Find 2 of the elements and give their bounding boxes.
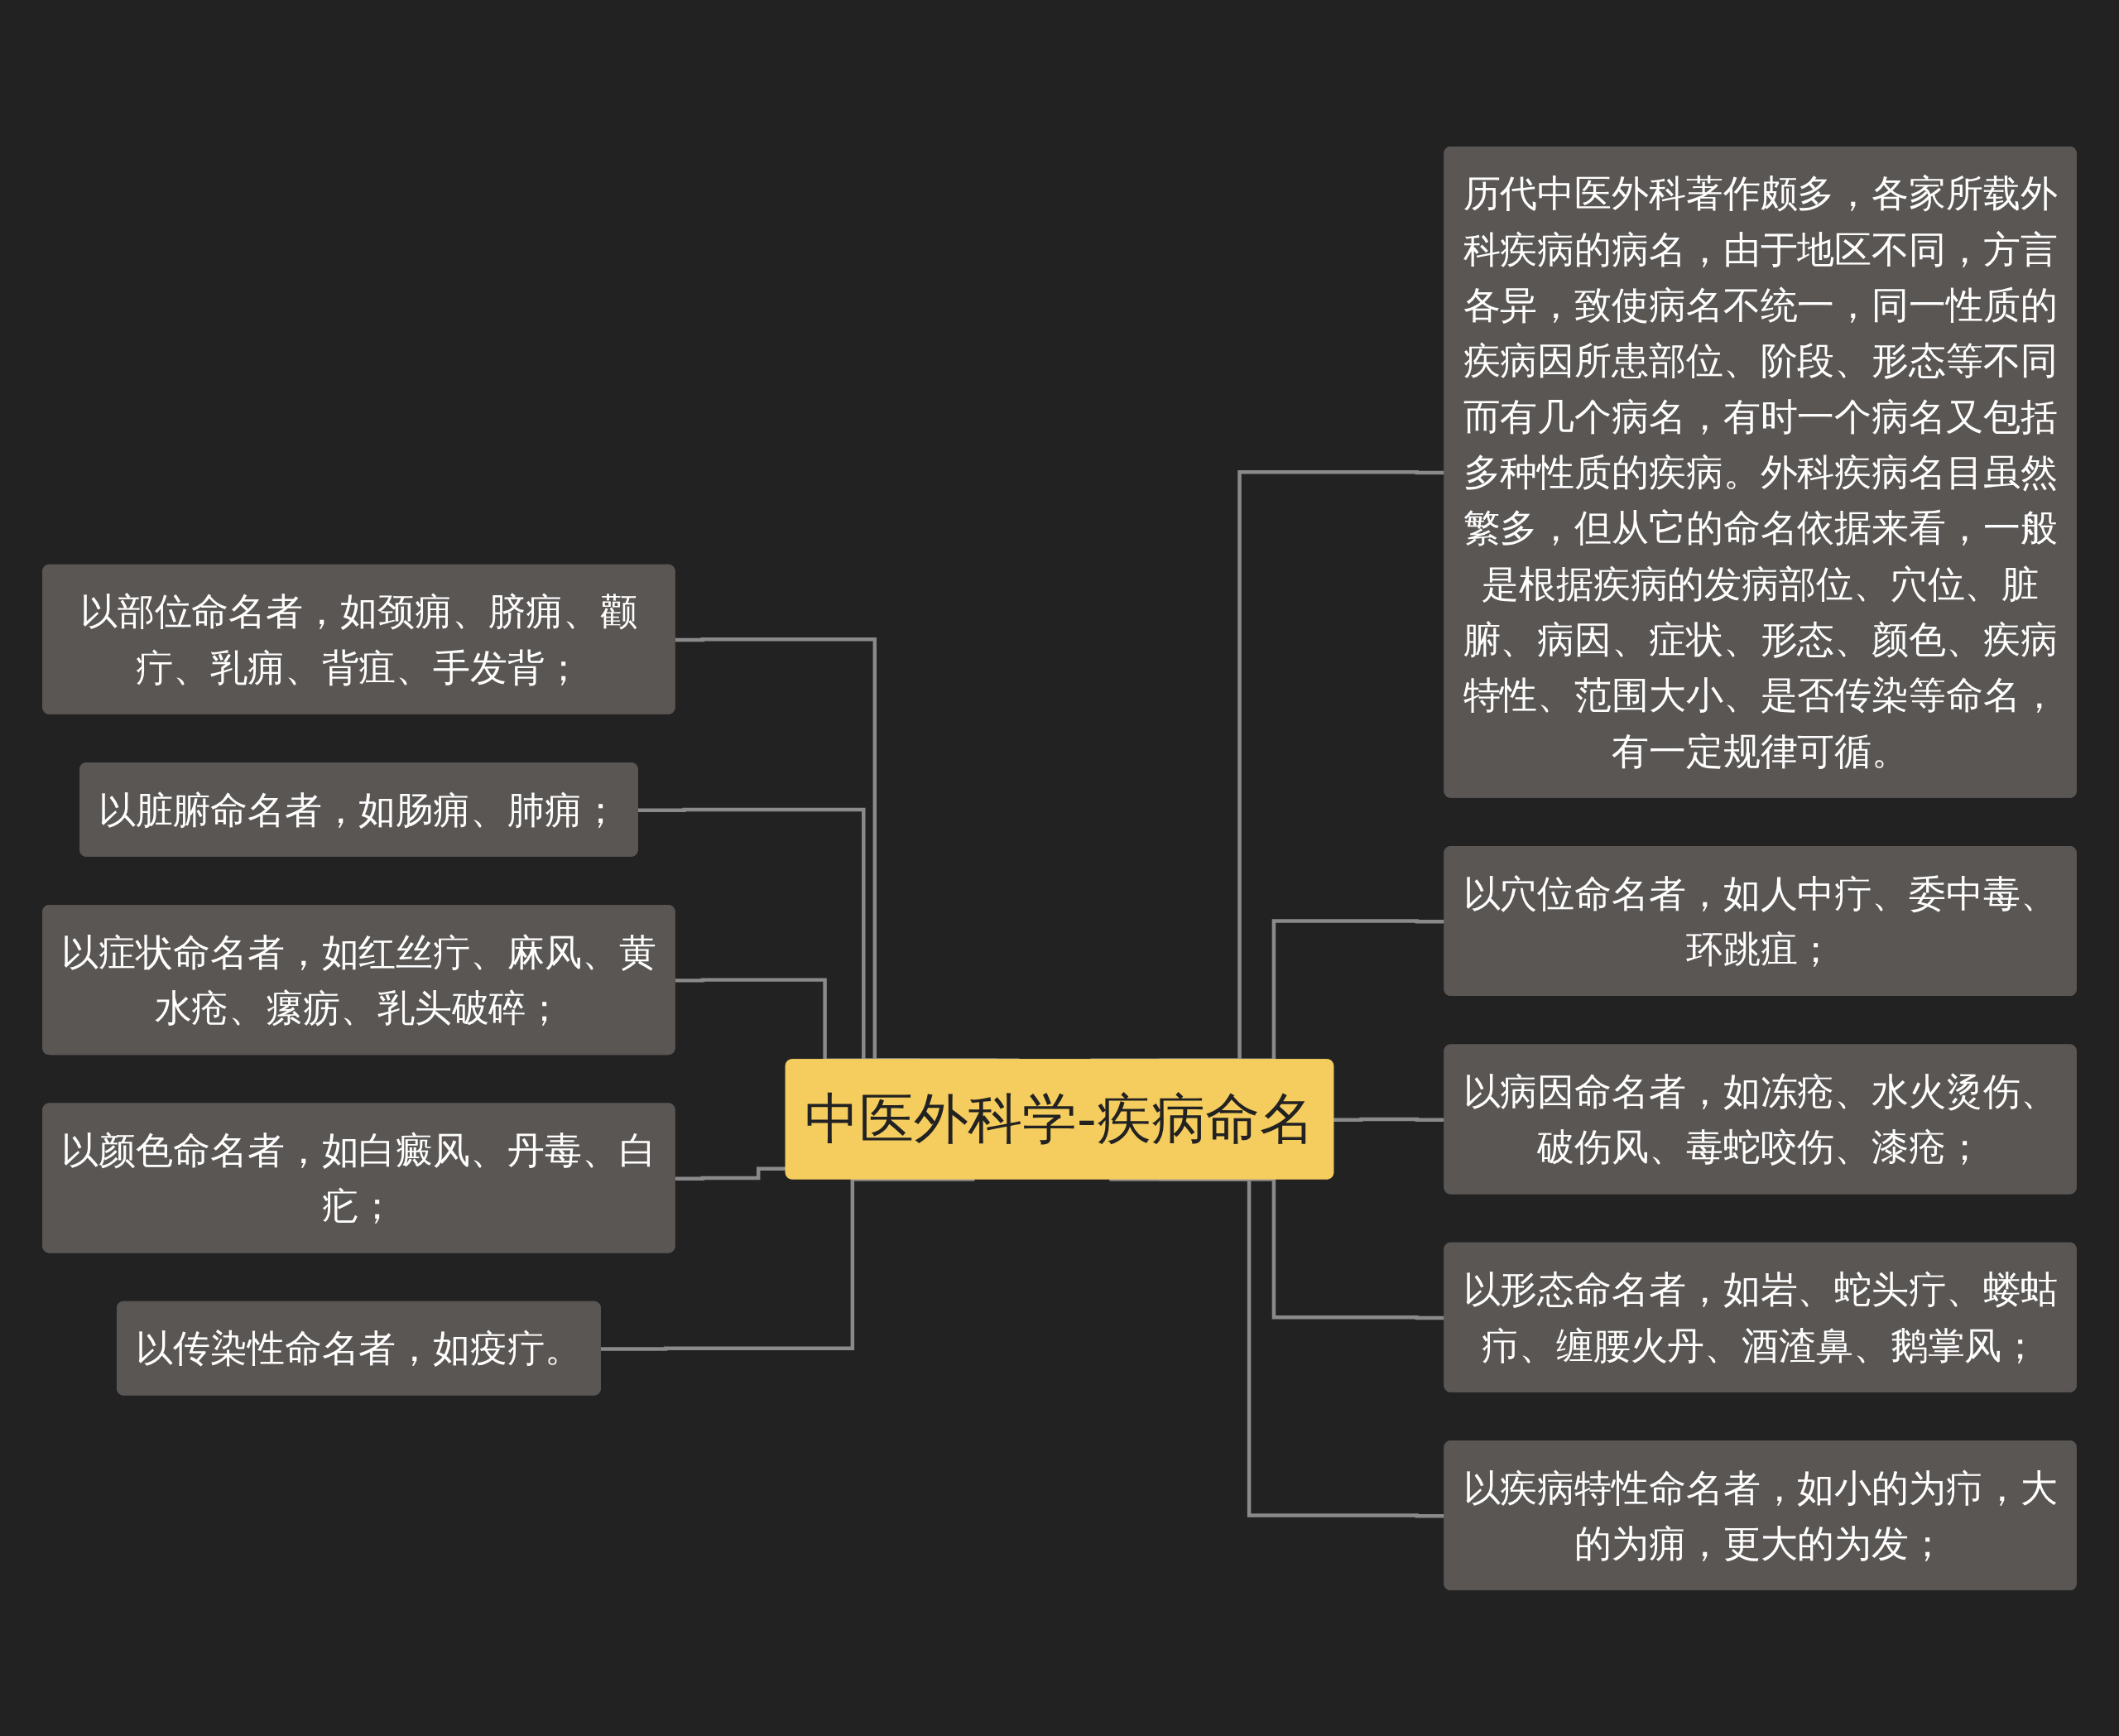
connector — [675, 1166, 787, 1181]
connector — [1333, 1117, 1445, 1122]
